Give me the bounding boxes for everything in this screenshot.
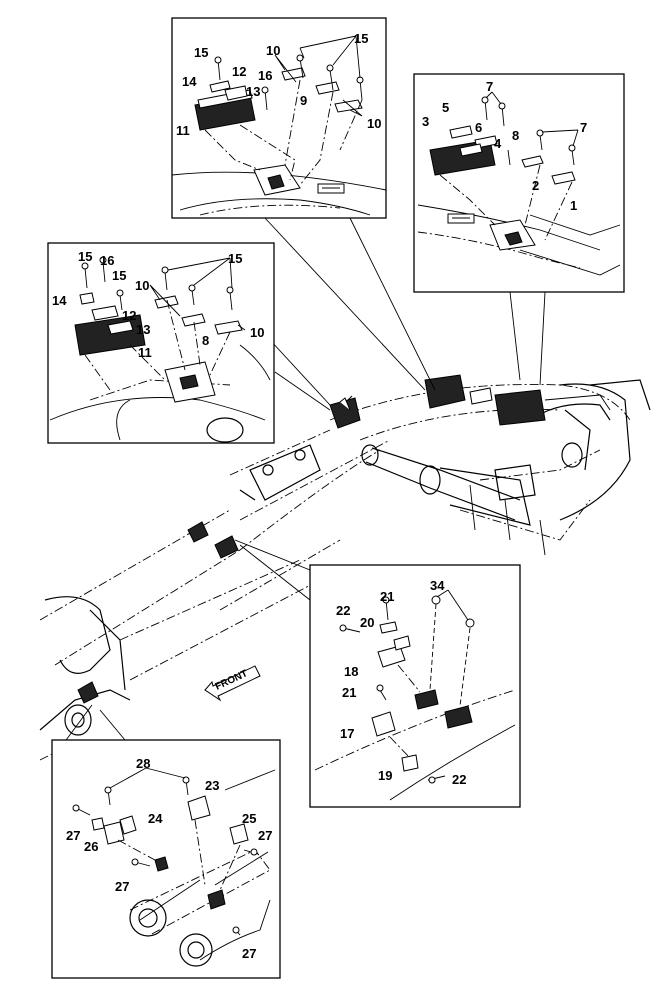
part-number-label: 28 [136,756,150,771]
part-number-label: 12 [122,308,136,323]
part-number-label: 17 [340,726,354,741]
part-number-label: 22 [336,603,350,618]
part-number-label: 23 [205,778,219,793]
part-number-label: 14 [182,74,197,89]
part-number-label: 15 [194,45,208,60]
part-number-label: 12 [232,64,246,79]
inset-right: 7 5 6 4 8 7 3 2 1 [413,73,625,386]
inset-left: 15 16 15 10 15 14 12 13 8 10 11 [47,242,331,444]
part-number-label: 21 [380,589,394,604]
part-number-label: 16 [258,68,272,83]
part-number-label: 10 [266,43,280,58]
boom-assembly [39,374,651,761]
part-number-label: 18 [344,664,358,679]
part-number-label: 14 [52,293,67,308]
inset-middle: 34 21 22 20 18 21 17 19 22 [234,539,521,808]
part-number-label: 7 [486,79,493,94]
part-number-label: 20 [360,615,374,630]
part-number-label: 15 [354,31,368,46]
part-number-label: 25 [242,811,256,826]
part-number-label: 8 [512,128,519,143]
part-number-label: 9 [300,93,307,108]
part-number-label: 11 [138,345,152,360]
part-number-label: 1 [570,198,577,213]
inset-bottom: 28 23 24 25 27 26 27 27 27 [51,704,281,979]
part-number-label: 19 [378,768,392,783]
part-number-label: 34 [430,578,445,593]
part-number-label: 6 [475,120,482,135]
part-number-label: 27 [258,828,272,843]
part-number-label: 27 [115,879,129,894]
inset-top: 15 10 15 14 12 16 13 9 11 10 [171,17,436,391]
part-number-label: 27 [242,946,256,961]
part-number-label: 16 [100,253,114,268]
part-number-label: 15 [78,249,92,264]
part-number-label: 11 [176,123,190,138]
part-number-label: 10 [135,278,149,293]
part-number-label: 13 [246,84,260,99]
part-number-label: 10 [250,325,264,340]
part-number-label: 27 [66,828,80,843]
part-number-label: 4 [494,136,502,151]
part-number-label: 15 [112,268,126,283]
part-number-label: 5 [442,100,449,115]
part-number-label: 21 [342,685,356,700]
part-number-label: 2 [532,178,539,193]
part-number-label: 13 [136,322,150,337]
part-number-label: 10 [367,116,381,131]
part-number-label: 3 [422,114,429,129]
part-number-label: 22 [452,772,466,787]
part-number-label: 26 [84,839,98,854]
part-number-label: 24 [148,811,163,826]
part-number-label: 7 [580,120,587,135]
front-arrow: FRONT [204,665,261,702]
part-number-label: 8 [202,333,209,348]
part-number-label: 15 [228,251,242,266]
